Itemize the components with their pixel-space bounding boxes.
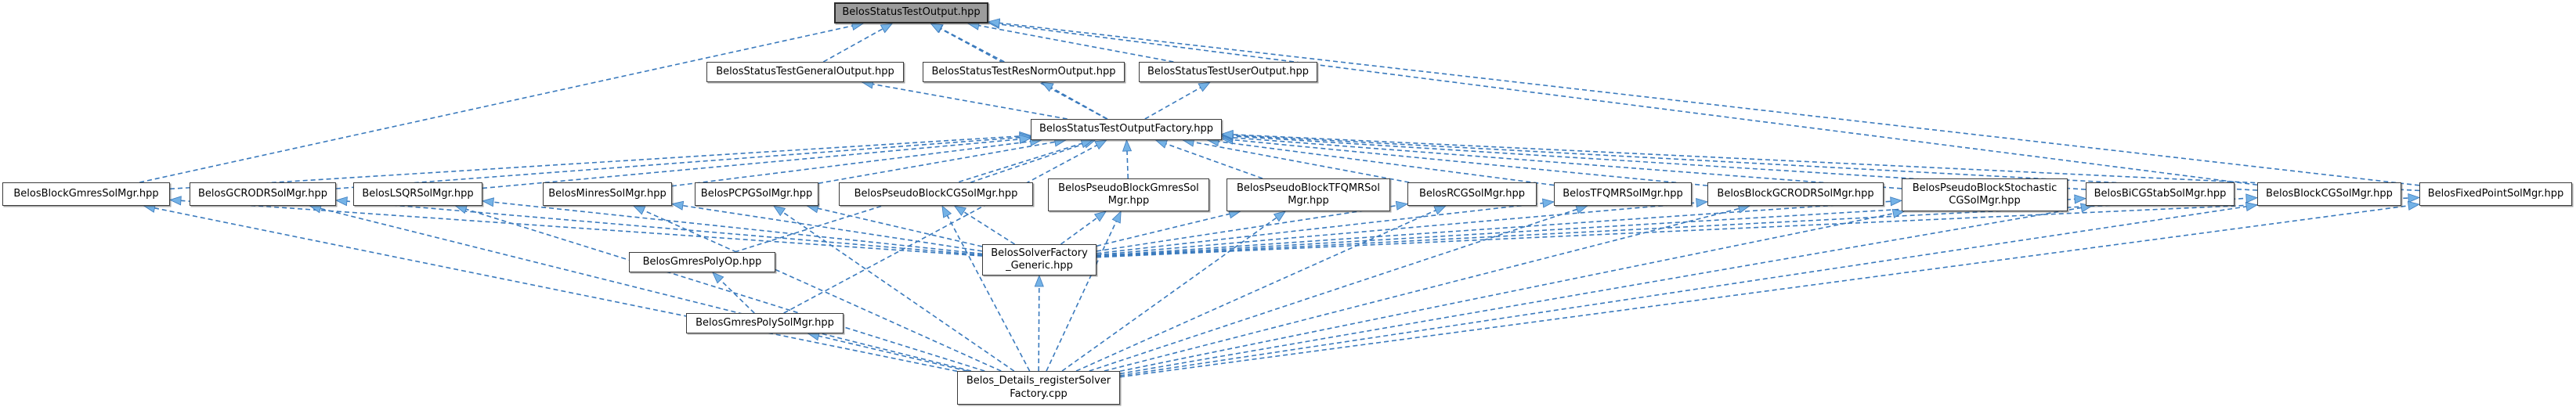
- graph-node-label: BelosPCPGSolMgr.hpp: [700, 187, 813, 200]
- graph-node-rcg[interactable]: BelosRCGSolMgr.hpp: [1407, 182, 1537, 206]
- graph-node-tfqmr[interactable]: BelosTFQMRSolMgr.hpp: [1554, 182, 1692, 206]
- graph-node-label: BelosPseudoBlockCGSolMgr.hpp: [854, 187, 1018, 200]
- graph-node-label: BelosGmresPolyOp.hpp: [642, 255, 762, 268]
- graph-node-label: BelosBlockCGSolMgr.hpp: [2266, 187, 2393, 200]
- graph-node-gcrodr[interactable]: BelosGCRODRSolMgr.hpp: [190, 182, 336, 206]
- graph-node-label: BelosPseudoBlockTFQMRSol Mgr.hpp: [1237, 182, 1380, 207]
- graph-node-blockcg[interactable]: BelosBlockCGSolMgr.hpp: [2257, 182, 2401, 206]
- graph-node-factory[interactable]: BelosStatusTestOutputFactory.hpp: [1031, 119, 1222, 140]
- graph-node-label: BelosBlockGCRODRSolMgr.hpp: [1717, 187, 1874, 200]
- graph-node-resnorm[interactable]: BelosStatusTestResNormOutput.hpp: [923, 62, 1125, 82]
- graph-node-label: BelosPseudoBlockGmresSol Mgr.hpp: [1058, 182, 1199, 207]
- graph-node-label: BelosSolverFactory _Generic.hpp: [991, 247, 1088, 272]
- graph-node-label: BelosBiCGStabSolMgr.hpp: [2094, 187, 2227, 200]
- graph-node-label: BelosGCRODRSolMgr.hpp: [197, 187, 328, 200]
- graph-node-label: BelosPseudoBlockStochastic CGSolMgr.hpp: [1912, 182, 2058, 207]
- graph-node-gmrespolysolmgr[interactable]: BelosGmresPolySolMgr.hpp: [686, 313, 844, 333]
- graph-node-pbgmres[interactable]: BelosPseudoBlockGmresSol Mgr.hpp: [1048, 178, 1209, 211]
- graph-node-label: BelosLSQRSolMgr.hpp: [362, 187, 474, 200]
- graph-node-label: Belos_Details_registerSolver Factory.cpp: [966, 375, 1111, 400]
- graph-node-pcpg[interactable]: BelosPCPGSolMgr.hpp: [695, 182, 818, 206]
- graph-node-label: BelosBlockGmresSolMgr.hpp: [13, 187, 159, 200]
- graph-node-label: BelosStatusTestGeneralOutput.hpp: [716, 65, 894, 77]
- graph-node-blockgcrodr[interactable]: BelosBlockGCRODRSolMgr.hpp: [1707, 182, 1884, 206]
- graph-node-registercpp[interactable]: Belos_Details_registerSolver Factory.cpp: [957, 371, 1120, 405]
- graph-node-blockgmres[interactable]: BelosBlockGmresSolMgr.hpp: [2, 182, 170, 206]
- graph-node-lsqr[interactable]: BelosLSQRSolMgr.hpp: [353, 182, 482, 206]
- graph-node-factorygeneric[interactable]: BelosSolverFactory _Generic.hpp: [982, 244, 1097, 276]
- graph-node-pbtfqmr[interactable]: BelosPseudoBlockTFQMRSol Mgr.hpp: [1227, 178, 1390, 211]
- graph-node-bicgstab[interactable]: BelosBiCGStabSolMgr.hpp: [2086, 182, 2235, 206]
- graph-node-minres[interactable]: BelosMinresSolMgr.hpp: [543, 182, 672, 206]
- graph-node-label: BelosStatusTestUserOutput.hpp: [1147, 65, 1309, 77]
- graph-node-fixedpoint[interactable]: BelosFixedPointSolMgr.hpp: [2419, 182, 2572, 206]
- graph-node-label: BelosStatusTestOutputFactory.hpp: [1039, 123, 1213, 135]
- graph-node-label: BelosGmresPolySolMgr.hpp: [695, 316, 834, 329]
- graph-node-user[interactable]: BelosStatusTestUserOutput.hpp: [1139, 62, 1317, 82]
- graph-node-label: BelosStatusTestOutput.hpp: [842, 6, 981, 19]
- graph-node-pbstochcg[interactable]: BelosPseudoBlockStochastic CGSolMgr.hpp: [1902, 178, 2068, 211]
- graph-node-gmrespolyop[interactable]: BelosGmresPolyOp.hpp: [629, 252, 775, 272]
- graph-node-pbcg[interactable]: BelosPseudoBlockCGSolMgr.hpp: [839, 182, 1033, 206]
- graph-node-label: BelosMinresSolMgr.hpp: [548, 187, 667, 200]
- graph-node-label: BelosTFQMRSolMgr.hpp: [1563, 187, 1683, 200]
- graph-node-label: BelosRCGSolMgr.hpp: [1418, 187, 1526, 200]
- graph-node-label: BelosFixedPointSolMgr.hpp: [2427, 187, 2564, 200]
- graph-node-top[interactable]: BelosStatusTestOutput.hpp: [834, 2, 988, 23]
- graph-node-label: BelosStatusTestResNormOutput.hpp: [931, 65, 1116, 77]
- graph-node-general[interactable]: BelosStatusTestGeneralOutput.hpp: [706, 62, 904, 82]
